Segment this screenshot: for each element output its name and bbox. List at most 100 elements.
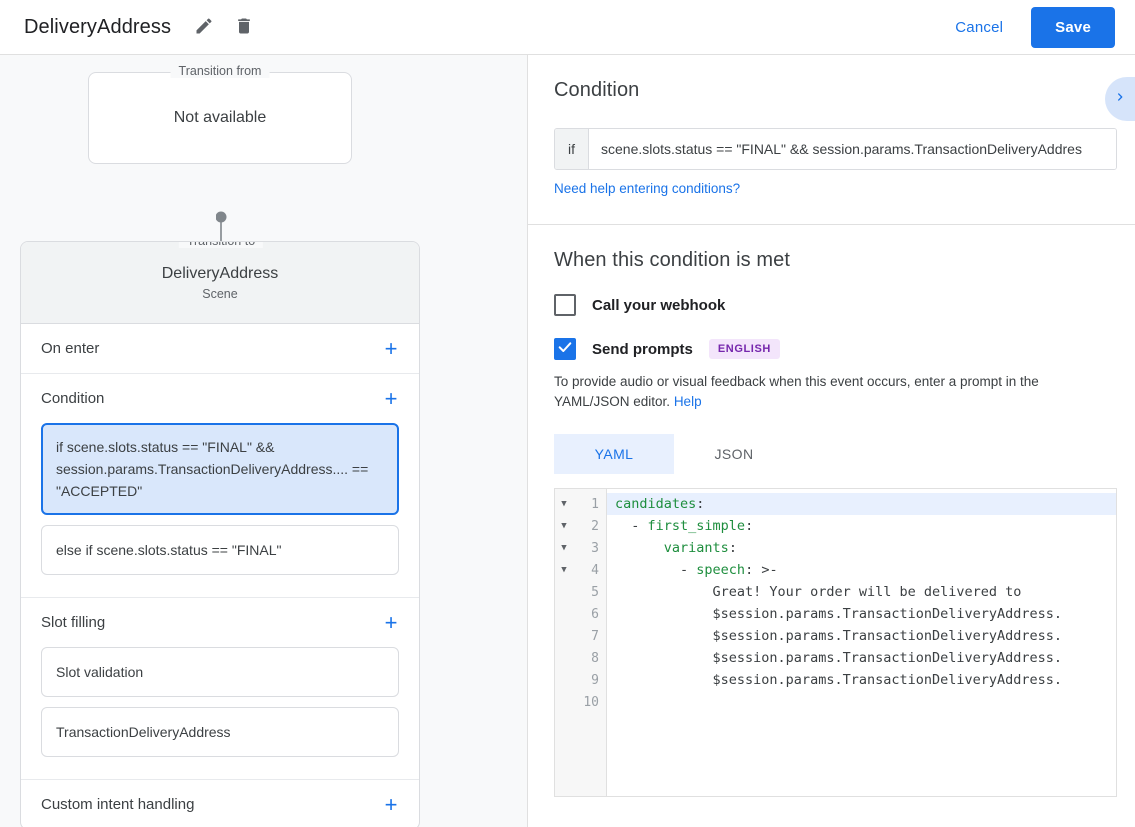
editor-line-number: 6 (591, 606, 599, 622)
transition-from-legend: Transition from (170, 64, 270, 78)
editor-line-number: 7 (591, 628, 599, 644)
transition-from-value: Not available (173, 109, 267, 126)
add-on-enter-button[interactable]: + (379, 337, 403, 361)
editor-code-line[interactable]: $session.params.TransactionDeliveryAddre… (615, 628, 1063, 644)
save-button[interactable]: Save (1031, 6, 1115, 48)
transition-to-legend: Transition to (178, 242, 264, 248)
condition-input[interactable] (589, 129, 1116, 169)
editor-gutter-row[interactable]: 5 (555, 581, 606, 603)
language-badge: ENGLISH (708, 339, 780, 359)
slot-item-transaction-delivery-address[interactable]: TransactionDeliveryAddress (41, 707, 399, 757)
send-prompts-checkbox[interactable] (554, 338, 576, 360)
add-custom-intent-button[interactable]: + (379, 793, 403, 817)
condition-list: if scene.slots.status == "FINAL" && sess… (21, 423, 419, 597)
editor-line-number: 4 (591, 562, 599, 578)
transition-from-card: Transition from Not available (88, 64, 352, 164)
condition-section: Condition if Need help entering conditio… (528, 55, 1135, 224)
editor-code-line[interactable] (607, 691, 1116, 713)
editor-gutter-row[interactable]: 6 (555, 603, 606, 625)
prompts-help-link[interactable]: Help (673, 394, 702, 409)
cancel-button[interactable]: Cancel (945, 11, 1013, 44)
editor-gutter-row[interactable]: ▼1 (555, 493, 606, 515)
editor-line-number: 8 (591, 650, 599, 666)
section-header-condition: Condition + (21, 374, 419, 423)
condition-input-row: if (554, 128, 1117, 170)
section-slot-filling: Slot filling + Slot validation Transacti… (21, 598, 419, 780)
editor-gutter-row[interactable]: ▼2 (555, 515, 606, 537)
fold-triangle-icon[interactable]: ▼ (561, 499, 567, 509)
section-title-custom-intent-handling: Custom intent handling (41, 796, 195, 813)
pencil-icon (194, 16, 214, 39)
section-header-custom-intent-handling: Custom intent handling + (21, 780, 419, 827)
expand-panel-button[interactable] (1105, 77, 1135, 121)
editor-code-line[interactable]: candidates: (607, 493, 1116, 515)
add-slot-filling-button[interactable]: + (379, 611, 403, 635)
top-app-bar: DeliveryAddress Cancel Save (0, 0, 1135, 55)
prompts-hint-body: To provide audio or visual feedback when… (554, 374, 1039, 409)
fold-triangle-icon[interactable]: ▼ (561, 543, 567, 553)
editor-code-line[interactable]: $session.params.TransactionDeliveryAddre… (615, 650, 1063, 666)
section-custom-intent-handling: Custom intent handling + (21, 780, 419, 827)
main-content: Transition from Not available Transition… (0, 55, 1135, 827)
send-prompts-label: Send prompts (592, 340, 693, 358)
scene-structure-pane: Transition from Not available Transition… (0, 55, 528, 827)
section-title-slot-filling: Slot filling (41, 614, 106, 631)
prompts-hint-text: To provide audio or visual feedback when… (554, 372, 1097, 412)
editor-line-number: 10 (583, 694, 599, 710)
fold-triangle-icon[interactable]: ▼ (561, 521, 567, 531)
when-condition-met-heading: When this condition is met (554, 249, 791, 271)
tab-yaml[interactable]: YAML (554, 434, 674, 474)
edit-name-button[interactable] (189, 12, 219, 42)
editor-format-tabs: YAML JSON (554, 434, 1097, 474)
section-title-on-enter: On enter (41, 340, 100, 357)
editor-gutter-row[interactable]: 8 (555, 647, 606, 669)
editor-code-line[interactable]: - first_simple: (615, 518, 754, 534)
condition-detail-pane: Condition if Need help entering conditio… (528, 55, 1135, 827)
editor-line-number: 9 (591, 672, 599, 688)
editor-gutter-row[interactable]: ▼3 (555, 537, 606, 559)
transition-to-scene-card: Transition to DeliveryAddress Scene On e… (20, 241, 420, 827)
delete-button[interactable] (229, 12, 259, 42)
call-webhook-checkbox[interactable] (554, 294, 576, 316)
section-title-condition: Condition (41, 390, 105, 407)
section-header-on-enter: On enter + (21, 324, 419, 373)
editor-code-line[interactable]: - speech: >- (615, 562, 778, 578)
add-condition-button[interactable]: + (379, 387, 403, 411)
editor-line-number: 5 (591, 584, 599, 600)
editor-code-line[interactable]: $session.params.TransactionDeliveryAddre… (615, 606, 1063, 622)
call-webhook-row[interactable]: Call your webhook (554, 294, 1097, 316)
editor-code-line[interactable]: Great! Your order will be delivered to (615, 584, 1022, 600)
section-on-enter: On enter + (21, 324, 419, 374)
editor-code-line[interactable]: variants: (663, 540, 737, 556)
condition-item[interactable]: else if scene.slots.status == "FINAL" (41, 525, 399, 575)
trash-icon (234, 16, 254, 39)
topbar-actions: Cancel Save (945, 6, 1115, 48)
scene-card-header: DeliveryAddress Scene (21, 242, 419, 324)
section-divider (528, 224, 1135, 225)
editor-code-area[interactable]: candidates: - first_simple: variants: - … (607, 489, 1116, 796)
scene-name: DeliveryAddress (161, 264, 279, 282)
condition-help-link[interactable]: Need help entering conditions? (554, 181, 741, 196)
editor-gutter-row[interactable]: 9 (555, 669, 606, 691)
when-condition-met-section: When this condition is met Call your web… (528, 225, 1135, 823)
editor-line-number: 3 (591, 540, 599, 556)
condition-heading: Condition (554, 79, 640, 101)
slot-validation-item[interactable]: Slot validation (41, 647, 399, 697)
editor-gutter-row[interactable]: 10 (555, 691, 606, 713)
editor-gutter-row[interactable]: 7 (555, 625, 606, 647)
if-prefix-label: if (555, 129, 589, 169)
tab-json[interactable]: JSON (674, 434, 794, 474)
page-title: DeliveryAddress (24, 15, 172, 38)
checkmark-icon (557, 339, 573, 360)
condition-item-selected[interactable]: if scene.slots.status == "FINAL" && sess… (41, 423, 399, 515)
editor-code-line[interactable]: $session.params.TransactionDeliveryAddre… (615, 672, 1063, 688)
editor-line-number: 2 (591, 518, 599, 534)
editor-gutter-row[interactable]: ▼4 (555, 559, 606, 581)
send-prompts-row[interactable]: Send prompts ENGLISH (554, 338, 1097, 360)
call-webhook-label: Call your webhook (592, 296, 726, 314)
section-condition: Condition + if scene.slots.status == "FI… (21, 374, 419, 598)
scene-type-label: Scene (202, 286, 238, 301)
fold-triangle-icon[interactable]: ▼ (561, 565, 567, 575)
